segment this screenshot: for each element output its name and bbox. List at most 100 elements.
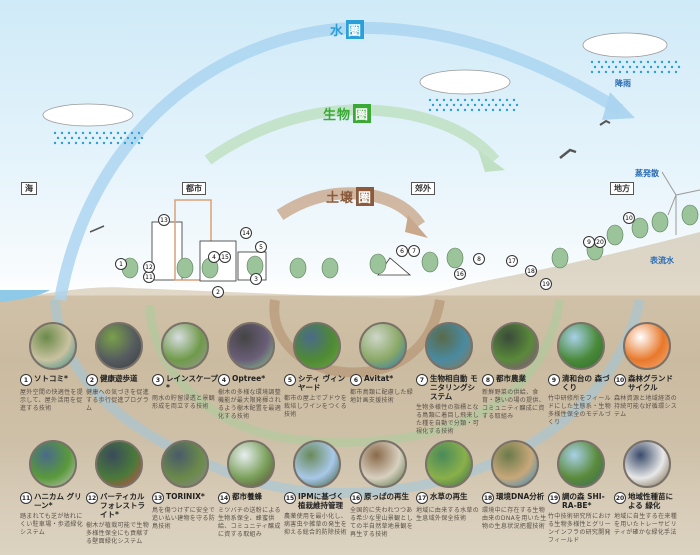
rain-drops <box>53 60 681 145</box>
rain-drop <box>590 60 594 64</box>
technology-description: 踏まれても芝が枯れにくい駐車場・歩道緑化システム <box>20 513 84 536</box>
rain-drop <box>505 108 509 112</box>
rain-drop <box>449 108 453 112</box>
rain-drop <box>480 103 484 107</box>
rain-drop <box>498 98 502 102</box>
technology-name: ソトコミ* <box>34 374 68 383</box>
tree <box>421 251 439 273</box>
marker-2: 2 <box>212 286 224 298</box>
rain-drop <box>435 108 439 112</box>
rain-drop <box>642 65 646 69</box>
rain-drop <box>621 65 625 69</box>
technology-number: 5 <box>284 374 296 386</box>
rain-drop <box>126 136 130 140</box>
technology-photo <box>29 440 77 488</box>
technology-number: 12 <box>86 492 98 504</box>
rain-drop <box>77 136 81 140</box>
rain-drop <box>60 141 64 145</box>
rain-drop <box>67 131 71 135</box>
technology-name: 原っぱの再生 <box>364 492 409 501</box>
rain-drop <box>56 136 60 140</box>
rain-drop <box>91 136 95 140</box>
rain-drop <box>428 108 432 112</box>
rain-drop <box>628 65 632 69</box>
rain-drop <box>614 65 618 69</box>
rain-drop <box>470 108 474 112</box>
technology-photo <box>491 322 539 370</box>
technology-description: 樹木の多様な環境調整機能が最大限発揮されるよう樹木配置を最適化する技術 <box>218 389 282 420</box>
technology-photo <box>491 440 539 488</box>
rain-drop <box>677 65 681 69</box>
biology-cycle-arrowhead <box>478 150 505 172</box>
technology-number: 17 <box>416 492 428 504</box>
rain-drop <box>674 60 678 64</box>
rain-drop <box>445 103 449 107</box>
marker-3: 3 <box>250 273 262 285</box>
zone-city: 都市 <box>182 182 206 195</box>
rain-drop <box>463 98 467 102</box>
rain-drop <box>508 103 512 107</box>
marker-20: 20 <box>594 236 606 248</box>
rain-drop <box>459 103 463 107</box>
tree <box>651 211 669 233</box>
rain-drop <box>452 103 456 107</box>
technology-name: 健康遊歩道 <box>100 374 138 383</box>
technology-number: 6 <box>350 374 362 386</box>
tree <box>176 257 194 279</box>
biology-cycle-label: 生物圏 <box>323 104 372 123</box>
rain-drop <box>116 131 120 135</box>
rain-drop <box>463 108 467 112</box>
technology-number: 18 <box>482 492 494 504</box>
rain-drop <box>130 131 134 135</box>
evapotranspiration-label: 蒸発散 <box>635 169 659 178</box>
technology-description: 都市鳥類に配慮した緑地計画支援技術 <box>350 389 414 404</box>
rain-drop <box>63 136 67 140</box>
technology-photo <box>29 322 77 370</box>
rain-drop <box>611 70 615 74</box>
tree <box>289 257 307 279</box>
rain-drop <box>494 103 498 107</box>
tree <box>369 253 387 275</box>
technology-photo <box>425 322 473 370</box>
technology-photo <box>557 322 605 370</box>
rain-drop <box>597 60 601 64</box>
technology-description: 地域に由来する水草の生息域外保全技術 <box>416 507 480 522</box>
rain-drop <box>74 131 78 135</box>
rain-drop <box>53 131 57 135</box>
technology-number: 20 <box>614 492 626 504</box>
technology-description: 健康への気づきを促進する歩行促進プログラム <box>86 389 150 412</box>
rain-drop <box>512 108 516 112</box>
zone-rural: 地方 <box>610 182 634 195</box>
technology-photo <box>227 440 275 488</box>
technology-description: 新鮮野菜の供給、食育・憩いの場の提供、コミュニティ醸成に資する取組み <box>482 389 546 420</box>
technology-number: 3 <box>152 374 164 386</box>
water-cycle-arrowhead <box>602 92 635 120</box>
